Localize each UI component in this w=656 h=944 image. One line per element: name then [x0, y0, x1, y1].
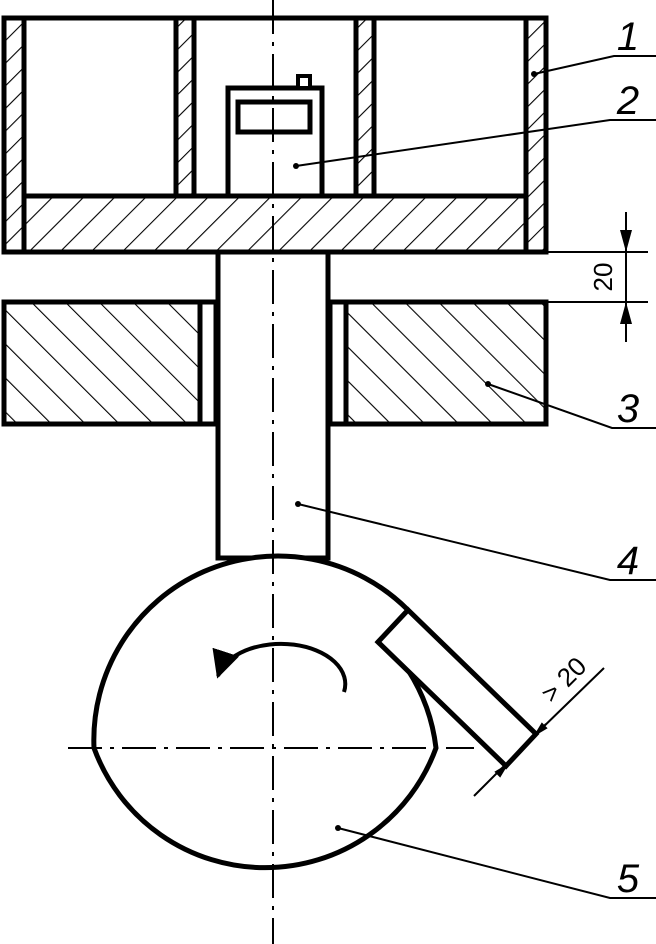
- cam-profile: [91, 553, 439, 871]
- gap-dimension: [546, 212, 648, 342]
- step-arrow-inner: [494, 765, 507, 778]
- leader-2: [295, 119, 656, 167]
- housing-inner-wall-left: [173, 15, 197, 199]
- guide-bushing-left: [197, 299, 219, 427]
- leader-dots: [293, 71, 537, 831]
- cam-step-dimension: [473, 667, 605, 797]
- cam-step-dimension-value: > 20: [535, 651, 593, 709]
- leader-4: [297, 503, 656, 581]
- step-extension-inner: [505, 751, 521, 767]
- leader-1: [533, 55, 656, 75]
- guide-block-right: [327, 299, 549, 427]
- housing-left-wall: [1, 15, 27, 255]
- gap-arrow-bottom: [620, 302, 632, 324]
- guide: [1, 299, 549, 427]
- label-1: 1: [617, 15, 639, 59]
- label-3: 3: [617, 387, 639, 431]
- label-2: 2: [616, 79, 639, 123]
- gap-arrow-top: [620, 230, 632, 252]
- housing-base-plate: [21, 193, 529, 255]
- leader-5: [337, 827, 656, 899]
- leader-3: [487, 383, 656, 429]
- cam: [91, 553, 540, 871]
- housing-right-wall: [523, 15, 549, 255]
- step-arrow-outer: [535, 722, 548, 735]
- centre-lines: [68, 0, 474, 944]
- guide-bushing-right: [327, 299, 349, 427]
- label-4: 4: [617, 539, 639, 583]
- device-connector: [296, 74, 312, 90]
- device: [225, 74, 325, 199]
- step-dimension-line: [473, 723, 547, 797]
- guide-block-left: [1, 299, 219, 427]
- step-extension-outer: [535, 667, 605, 735]
- leaders: [295, 55, 656, 899]
- housing: [1, 15, 549, 255]
- gap-dimension-value: 20: [588, 263, 618, 292]
- rotation-arrow: [212, 641, 348, 693]
- housing-inner-wall-right: [353, 15, 377, 199]
- label-5: 5: [617, 857, 640, 901]
